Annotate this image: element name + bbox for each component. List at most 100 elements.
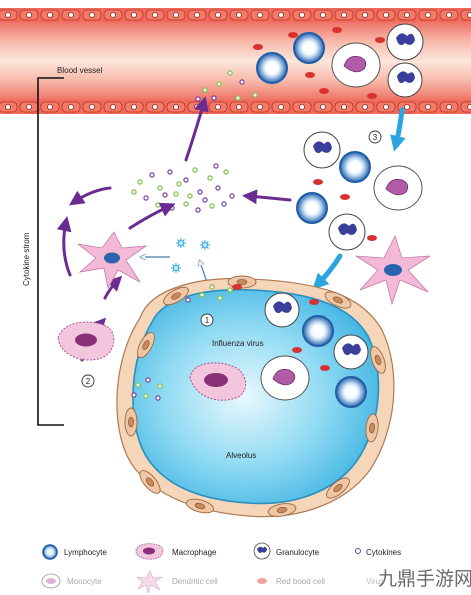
- cytokine-dot: [209, 284, 215, 290]
- lymphocyte: [339, 151, 371, 183]
- cytokine-dot: [143, 195, 149, 201]
- influenza-virus-label: Influenza virus: [212, 339, 264, 348]
- endothelial-cell: [313, 101, 333, 113]
- cytokine-dot: [131, 392, 137, 398]
- step-2-marker: 2: [81, 374, 95, 388]
- macrophage: [189, 362, 247, 401]
- svg-text:Cytokines: Cytokines: [366, 548, 401, 557]
- epithelial-cell: [124, 407, 138, 437]
- endothelial-cell: [334, 101, 354, 113]
- cytokine-dot: [215, 185, 221, 191]
- cytokine-dot: [145, 377, 151, 383]
- blood-vessel-label: Blood vessel: [57, 66, 103, 75]
- svg-text:Red bood cell: Red bood cell: [276, 577, 325, 586]
- endothelial-cell: [229, 9, 249, 21]
- endothelial-cell: [124, 101, 144, 113]
- epithelial-cell: [370, 346, 386, 374]
- cytokine-dot: [183, 177, 189, 183]
- blue-arrows: [312, 107, 406, 290]
- cytokine-dot: [167, 169, 173, 175]
- endothelial-cell: [292, 9, 312, 21]
- granulocyte: [386, 23, 424, 61]
- svg-text:Lymphocyte: Lymphocyte: [64, 548, 107, 557]
- endothelial-cell: [355, 101, 375, 113]
- epithelial-cell: [365, 413, 379, 443]
- svg-text:3: 3: [373, 133, 378, 142]
- cytokine-dot: [131, 189, 137, 195]
- cytokine-dot: [217, 295, 223, 301]
- endothelial-cell: [19, 101, 39, 113]
- endothelial-cell: [439, 101, 459, 113]
- cytokine-storm-label: Cytokine strom: [22, 232, 31, 286]
- dendritic-cell: [77, 231, 148, 290]
- granulocyte: [333, 334, 369, 370]
- endothelial-cell: [0, 9, 18, 21]
- monocyte: [260, 355, 310, 401]
- epithelial-cell: [324, 291, 352, 309]
- endothelial-cell: [61, 9, 81, 21]
- cytokine-dot: [143, 393, 149, 399]
- endothelial-cell: [82, 9, 102, 21]
- svg-text:Virus: Virus: [366, 577, 384, 586]
- endothelial-cell: [292, 101, 312, 113]
- legend-granulocyte: Granulocyte: [253, 542, 320, 560]
- endothelial-cell: [166, 101, 186, 113]
- endothelial-cell: [376, 101, 396, 113]
- step-1-marker: 1: [200, 313, 214, 327]
- svg-text:Monocyte: Monocyte: [67, 577, 102, 586]
- dendritic-cell: [355, 234, 431, 306]
- endothelial-cell: [250, 101, 270, 113]
- cytokine-dot: [197, 189, 203, 195]
- cytokine-dot: [192, 167, 198, 173]
- cytokine-storm-bracket: [37, 77, 64, 426]
- cytokine-dot: [157, 185, 163, 191]
- svg-text:Granulocyte: Granulocyte: [276, 548, 320, 557]
- lymphocyte: [296, 192, 328, 224]
- cytokine-dot: [202, 87, 208, 93]
- legend-lymphocyte: Lymphocyte: [42, 544, 107, 560]
- endothelial-cell: [397, 9, 417, 21]
- cytokine-dot: [207, 175, 213, 181]
- cytokine-dot: [213, 163, 219, 169]
- svg-text:2: 2: [86, 377, 91, 386]
- endothelial-cell: [40, 9, 60, 21]
- alveolus-label: Alveolus: [226, 451, 256, 460]
- cytokine-dot: [239, 79, 245, 85]
- legend-virus: Virus: [366, 577, 384, 586]
- lymphocyte: [302, 315, 334, 347]
- epithelial-cell: [139, 470, 161, 494]
- cytokine-dot: [149, 172, 155, 178]
- blood-vessel: [0, 8, 471, 114]
- cytokine-dot: [227, 70, 233, 76]
- endothelial-cell: [82, 101, 102, 113]
- cytokine-dot: [157, 383, 163, 389]
- monocyte: [331, 42, 381, 88]
- endothelial-cell: [334, 9, 354, 21]
- purple-arrows: [56, 96, 292, 417]
- step-3-marker: 3: [368, 130, 382, 144]
- endothelial-cell: [145, 9, 165, 21]
- endothelial-cell: [124, 9, 144, 21]
- endothelial-cell: [103, 9, 123, 21]
- red-blood-cell: [313, 179, 377, 241]
- cytokine-dot: [155, 202, 161, 208]
- cytokine-dot: [135, 382, 141, 388]
- virus: [171, 263, 181, 273]
- cytokine-dot: [202, 197, 208, 203]
- epithelial-cell: [137, 331, 155, 359]
- granulocyte: [303, 131, 341, 169]
- endothelial-cell: [145, 101, 165, 113]
- endothelial-cell: [19, 9, 39, 21]
- endothelial-cell: [166, 9, 186, 21]
- watermark: 九鼎手游网: [378, 568, 471, 590]
- legend-cytokines: Cytokines: [355, 548, 401, 557]
- virus: [200, 240, 210, 250]
- endothelial-cell: [208, 101, 228, 113]
- endothelial-cell: [229, 101, 249, 113]
- epithelial-cell: [267, 503, 297, 517]
- svg-text:Macrophage: Macrophage: [172, 548, 217, 557]
- red-blood-cell: [232, 284, 330, 371]
- cytokine-dots-alveolus: [131, 284, 233, 401]
- endothelial-cell: [61, 101, 81, 113]
